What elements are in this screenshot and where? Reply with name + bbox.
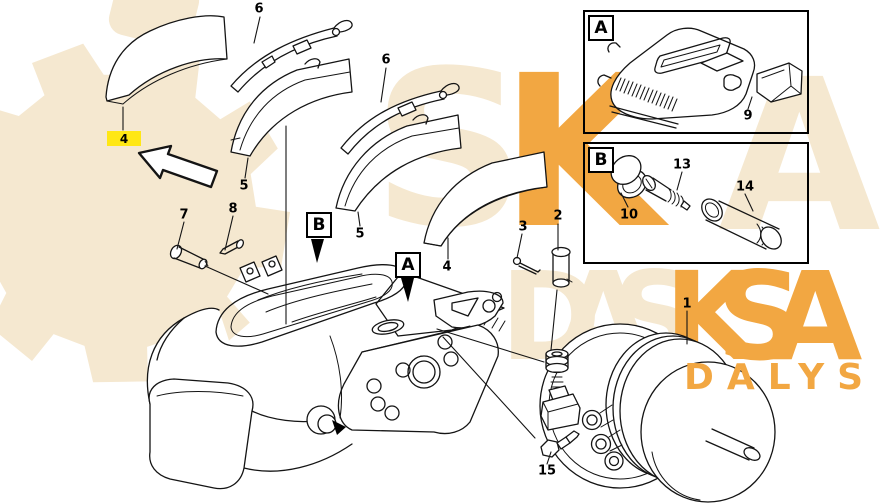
- inset-a-label: A: [588, 15, 614, 41]
- pad-spring-clip-6-left: [230, 19, 353, 93]
- inset-b-label: B: [588, 147, 614, 173]
- part-label-3: 3: [518, 219, 528, 235]
- clevis-pin-2: [551, 246, 573, 288]
- view-a-pointer: [401, 278, 414, 302]
- pad-spring-clip-6-right: [340, 82, 460, 155]
- part-label-5-right: 5: [355, 226, 365, 242]
- part-label-10: 10: [619, 207, 639, 223]
- watermark-dalys-text: DALYS: [684, 357, 877, 398]
- inset-b-parts: [610, 155, 782, 250]
- inset-view-b: B: [583, 142, 809, 264]
- part-label-6-left: 6: [254, 1, 264, 17]
- part-label-8: 8: [228, 201, 238, 217]
- part-label-4-highlighted: 4: [107, 131, 141, 146]
- watermark-letter: A: [768, 246, 863, 388]
- pointer-arrowhead-small: [332, 420, 346, 435]
- leader-lines: [122, 16, 754, 465]
- part-label-1: 1: [682, 296, 692, 312]
- view-b-pointer: [311, 239, 324, 263]
- guide-bolt-7: [169, 244, 209, 270]
- yoke-and-fittings: [540, 348, 581, 431]
- guide-bolt-8: [219, 239, 245, 255]
- inset-a-cover-9: [597, 27, 803, 129]
- view-ref-b: B: [306, 212, 332, 238]
- part-label-5-left: 5: [239, 178, 249, 194]
- part-label-9: 9: [743, 108, 753, 124]
- highlight-arrow: [137, 144, 219, 189]
- bleed-fitting-15: [540, 430, 580, 458]
- part-label-6-right: 6: [381, 52, 391, 68]
- brake-pad-5-right: [335, 114, 462, 212]
- watermark-letter: S: [716, 246, 804, 388]
- part-label-13: 13: [672, 157, 692, 173]
- brake-pad-4-left: [105, 15, 228, 105]
- brake-pad-5-left: [230, 58, 353, 157]
- inset-view-a: A: [583, 10, 809, 134]
- part-label-2: 2: [553, 208, 563, 224]
- part-label-4-right: 4: [442, 259, 452, 275]
- brake-chamber-1: [539, 323, 776, 503]
- brake-pad-4-right: [423, 151, 548, 247]
- cotter-pin-3: [512, 256, 541, 275]
- caliper-body: [146, 255, 506, 490]
- view-ref-a: A: [395, 252, 421, 278]
- part-label-7: 7: [179, 207, 189, 223]
- part-label-14: 14: [735, 179, 755, 195]
- part-label-15: 15: [537, 463, 557, 479]
